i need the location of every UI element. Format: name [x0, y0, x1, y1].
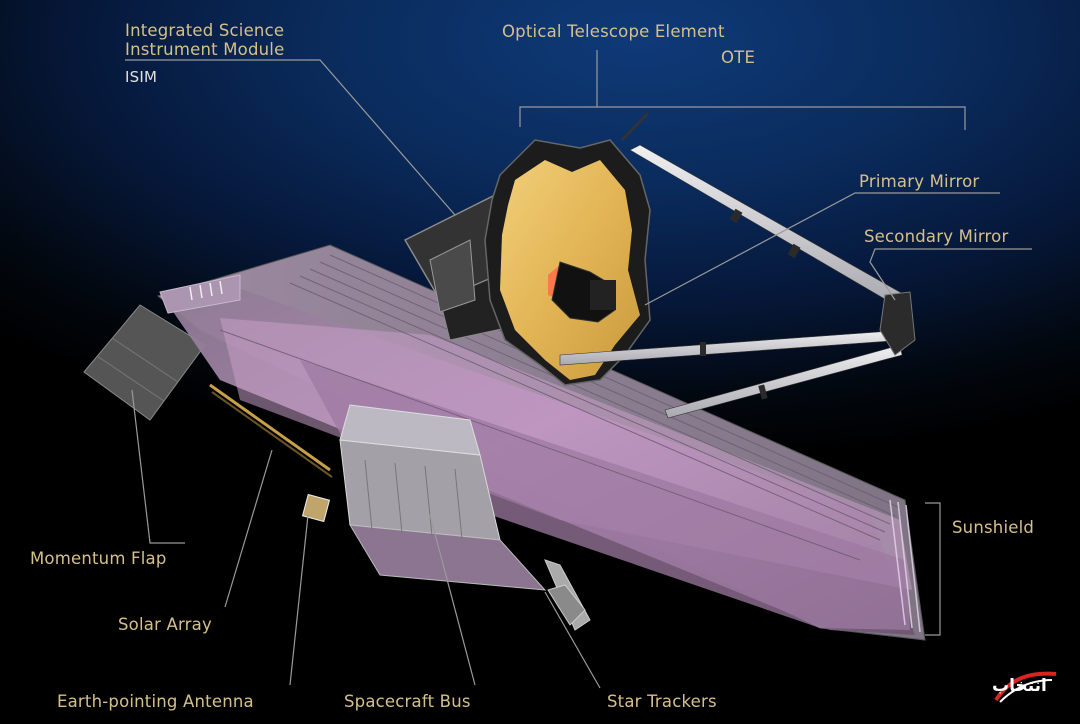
- solar-array-label: Solar Array: [118, 615, 212, 634]
- leader-lines: [125, 50, 1032, 689]
- primary-mirror-label: Primary Mirror: [859, 172, 980, 191]
- secondary-mirror-label: Secondary Mirror: [864, 227, 1009, 246]
- leader-antenna: [289, 514, 309, 686]
- solar-array-shape: [209, 383, 333, 478]
- leader-bus: [429, 514, 476, 686]
- ote-abbr-label: OTE: [721, 48, 756, 67]
- leader-primary: [644, 192, 1000, 306]
- leader-solar: [224, 449, 273, 608]
- leader-isim: [125, 59, 456, 216]
- secondary-mirror-struts: [559, 111, 906, 419]
- star-trackers-shape: [547, 584, 586, 626]
- star-trackers-label: Star Trackers: [607, 692, 717, 711]
- momentum-flap-label: Momentum Flap: [30, 549, 167, 568]
- leader-secondary: [869, 248, 1032, 301]
- leader-ote-bracket: [519, 106, 966, 130]
- spacecraft-bus-shape: [339, 404, 591, 631]
- leader-sunshield: [925, 502, 941, 636]
- watermark-text: انتخاب: [992, 676, 1047, 696]
- earth-antenna-shape: [301, 493, 331, 523]
- leader-trackers: [544, 591, 601, 689]
- isim-abbr-label: ISIM: [125, 68, 158, 86]
- primary-mirror-shape: [484, 139, 651, 386]
- earth-antenna-label: Earth-pointing Antenna: [57, 692, 254, 711]
- spacecraft-bus-label: Spacecraft Bus: [344, 692, 471, 711]
- leader-momentum: [131, 389, 185, 544]
- ote-label: Optical Telescope Element: [502, 22, 725, 41]
- isim-label-line1: Integrated Science: [125, 21, 285, 40]
- watermark-logo-icon: [994, 671, 1057, 703]
- sunshield-label: Sunshield: [952, 518, 1035, 537]
- secondary-mirror-shape: [879, 291, 916, 356]
- momentum-flap-shape: [83, 304, 206, 421]
- isim-label-line2: Instrument Module: [125, 40, 285, 59]
